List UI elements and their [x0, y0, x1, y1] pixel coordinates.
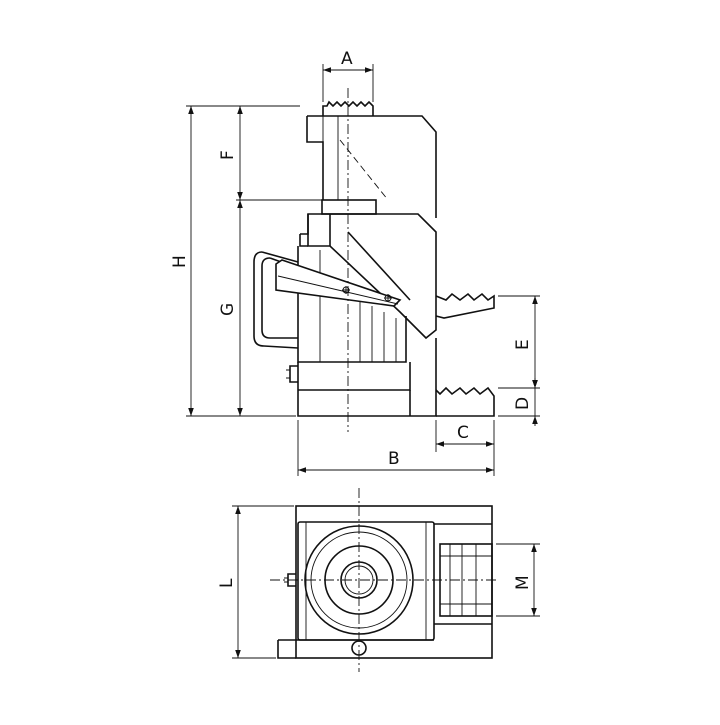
dim-label-F: F [218, 150, 238, 160]
upper-toe [435, 292, 495, 319]
dim-label-L: L [217, 578, 237, 588]
dim-label-C: C [457, 423, 469, 443]
cylinder-body [307, 213, 437, 340]
release-valve [289, 365, 298, 383]
ram-collar [321, 199, 377, 215]
upper-head-block [307, 115, 437, 218]
ram-cap-serrations [322, 100, 374, 116]
side-view [253, 88, 495, 432]
dim-label-G: G [218, 303, 238, 316]
side-dimensions: A H F G E D C B [170, 49, 540, 476]
dim-label-A: A [341, 49, 353, 69]
dim-label-H: H [170, 255, 190, 268]
dim-label-D: D [513, 397, 533, 410]
dim-label-E: E [513, 339, 533, 350]
top-view [270, 488, 498, 672]
dim-label-M: M [513, 575, 533, 590]
base [297, 362, 437, 417]
top-dimensions: L M [217, 505, 540, 659]
lower-toe [435, 386, 495, 417]
dim-label-B: B [388, 449, 400, 469]
pump-handle [253, 251, 402, 349]
